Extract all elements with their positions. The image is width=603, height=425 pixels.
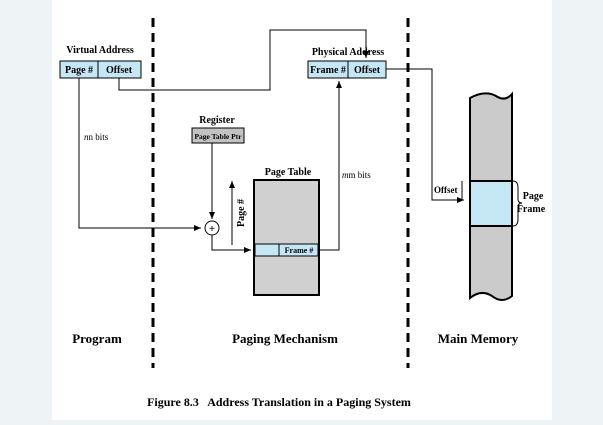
virtual-address-label: Virtual Address: [66, 45, 134, 56]
memory-connector: [386, 68, 464, 203]
page-table: [253, 179, 320, 296]
figure-caption: Figure 8.3 Address Translation in a Pagi…: [147, 395, 411, 409]
section-paging-mechanism: Paging Mechanism: [232, 331, 338, 346]
page-table-label: Page Table: [265, 167, 312, 178]
adder-plus: +: [209, 223, 215, 235]
virtual-offset: Offset: [106, 65, 133, 76]
offset-connector: [118, 29, 369, 91]
page-table-ptr-label: Page Table Ptr: [194, 132, 242, 141]
adder-to-table-connector: [211, 235, 251, 253]
page-num-vertical-label: Page #: [236, 199, 247, 227]
virtual-address-box: [59, 60, 142, 79]
page-frame-label-2: Frame: [517, 204, 546, 215]
frame-num-connector: [318, 81, 342, 251]
physical-offset: Offset: [354, 65, 381, 76]
page-frame-block: [469, 180, 513, 227]
section-main-memory: Main Memory: [438, 331, 519, 346]
paging-diagram: Virtual Address Page # Offset Physical A…: [59, 18, 546, 409]
physical-frame-num: Frame #: [310, 65, 346, 76]
m-bits-label: mm bits: [342, 170, 371, 180]
page-frame-label-1: Page: [523, 191, 544, 202]
diagram-canvas: Virtual Address Page # Offset Physical A…: [52, 0, 552, 420]
virtual-page-num: Page #: [65, 65, 93, 76]
page-num-connector: [78, 78, 201, 231]
page-frame-brace: [512, 180, 523, 227]
physical-address-label: Physical Address: [312, 47, 384, 58]
n-bits-label: nn bits: [84, 132, 109, 142]
page-table-frame-num: Frame #: [285, 246, 314, 255]
section-program: Program: [72, 331, 122, 346]
page-table-ptr-box: [191, 127, 245, 144]
memory-offset-label: Offset: [434, 185, 458, 195]
register-label: Register: [199, 115, 235, 126]
